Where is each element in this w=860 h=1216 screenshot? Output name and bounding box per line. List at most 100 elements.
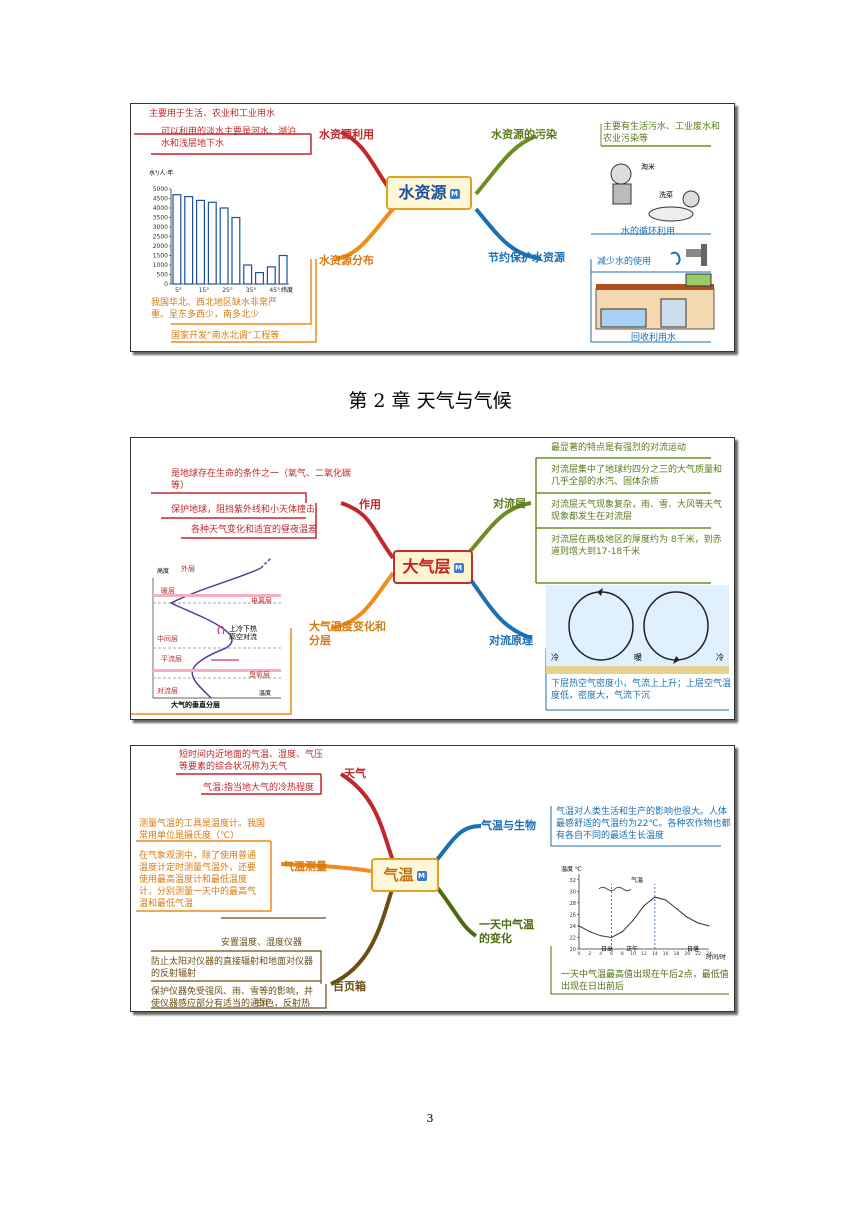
chart3-point: [578, 925, 580, 927]
branch-weather: 天气: [344, 767, 366, 780]
chart1-bar: [195, 199, 205, 285]
chart1-y-tick-label: 3000: [153, 224, 168, 231]
shutter-note-1: 安置温度、湿度仪器: [221, 938, 303, 948]
chart1-bar: [184, 195, 194, 285]
page-number: 3: [426, 1112, 434, 1125]
chart3-point: [675, 908, 678, 910]
weather-note-2: 气温:指当地大气的冷热程度: [203, 783, 315, 793]
layer-label-stratosphere: 平流层: [161, 655, 182, 663]
convection-label-cold-right: 冷: [716, 653, 724, 662]
weather-note-1: 短时间内近地面的气温、湿度、气压等要素的综合状况称为天气: [179, 750, 324, 772]
chart3-x-tick-label: 6: [610, 951, 613, 957]
chart3-x-tick-label: 2: [588, 951, 591, 957]
mindmap-atmosphere: 是地球存在生命的条件之一（氧气、二氧化碳等） 保护地球，阻挡紫外线和小天体撞击 …: [130, 437, 735, 720]
washing-illustration: [610, 163, 700, 222]
label-wash-veg: 洗菜: [659, 191, 673, 199]
protect-note-recycle: 水的循环利用: [621, 227, 676, 237]
branch-water-pollution: 水资源的污染: [491, 128, 557, 141]
chart1-y-tick-label: 2000: [153, 243, 168, 250]
layer-label-troposphere: 对流层: [157, 687, 178, 695]
convection-label-warm: 暖: [634, 653, 642, 662]
chart3-point: [708, 925, 710, 927]
chart3-y-tick-label: 32: [570, 878, 576, 884]
atmosphere-layer-diagram: [152, 557, 281, 699]
role-note-2: 保护地球，阻挡紫外线和小天体撞击: [171, 505, 316, 515]
chart1-y-tick-label: 500: [157, 272, 169, 279]
chart3-x-tick-label: 14: [652, 951, 658, 957]
chart3-xlabel: 时间/时: [706, 954, 727, 961]
chart1-x-tick-label: 25°: [222, 287, 233, 294]
mindmap-badge-icon: M: [453, 562, 464, 573]
measure-note-2: 在气象观测中，除了使用普通温度计定时测量气温外，还要使用最高温度计和最低温度计，…: [139, 851, 257, 909]
shutter-note-2: 防止太阳对仪器的直接辐射和地面对仪器的反射辐射: [151, 957, 314, 979]
branch-temperature-layers: 大气温度变化和分层: [309, 620, 386, 647]
chart1-ylabel: 水³/人·年: [149, 170, 174, 177]
water-bar-chart: 0500100015002000250030003500400045005000…: [153, 186, 289, 294]
branch-water-use: 水资源利用: [319, 128, 374, 141]
chart3-point: [643, 905, 645, 907]
chart1-y-tick-label: 3500: [153, 215, 168, 222]
chart1-x-tick-label: 15°: [199, 287, 210, 294]
chart3-marker-sunset: 日落: [687, 946, 700, 953]
chart3-x-tick-label: 16: [663, 951, 669, 957]
chart3-y-tick-label: 26: [570, 912, 576, 918]
layer-diagram-y-label: 高度: [157, 568, 170, 575]
protect-note-reduce: 减少水的使用: [597, 257, 652, 267]
chart3-marker-sunrise: 日出: [601, 946, 614, 953]
chart3-x-tick-label: 0: [578, 951, 581, 957]
chart3-marker-noon: 正午: [626, 946, 639, 953]
chart1-x-tick-label: 45°: [269, 287, 280, 294]
layer-diagram-x-label: 温度: [259, 690, 272, 697]
water-pollution-note: 主要有生活污水、工业废水和农业污染等: [603, 122, 721, 144]
branch-daily-change: 一天中气温的变化: [479, 918, 534, 945]
chart3-temperature-line: [578, 896, 710, 939]
chart3-y-tick-label: 20: [570, 947, 576, 953]
chart3-x-tick-label: 18: [674, 951, 680, 957]
distribution-note-2: 国家开发“南水北调”工程等: [171, 331, 280, 341]
convection-note: 下层热空气密度小，气流上上升；上层空气温度低，密度大，气流下沉: [551, 679, 732, 701]
layer-label-outer: 外层: [181, 565, 195, 573]
chart3-ylabel: 温度 ℃: [561, 866, 582, 873]
tropo-note-4: 对流层在两极地区的厚度约为 8千米，到赤道则增大到17-18千米: [551, 535, 722, 557]
convection-label-cold-left: 冷: [551, 653, 559, 662]
chart3-x-tick-label: 12: [641, 951, 647, 957]
chart3-x-tick-label: 10: [630, 951, 636, 957]
tropo-note-3: 对流层天气现象复杂，雨、雪、大风等天气现象都发生在对流层: [551, 500, 723, 522]
map2-branches: [131, 457, 729, 715]
tropo-note-1: 最显著的特点是有强烈的对流运动: [551, 443, 687, 453]
chart1-y-tick-label: 1000: [153, 262, 168, 269]
faucet-illustration: [670, 244, 707, 266]
branch-role: 作用: [359, 498, 381, 511]
chart1-x-tick-label: 35°: [246, 287, 257, 294]
layer-label-convection-high: 高空对流: [229, 633, 257, 641]
distribution-note-1: 我国华北、西北地区缺水非常严重。呈东多西少，南多北少: [151, 298, 278, 320]
chart1-bar: [172, 194, 182, 285]
chart1-xlabel: 纬度: [281, 287, 294, 294]
chart3-point: [665, 899, 667, 901]
mindmap-badge-icon: M: [416, 870, 427, 881]
layer-label-mesosphere: 中间层: [157, 635, 178, 643]
water-recycling-house-illustration: [595, 273, 715, 330]
chart3-y-tick-label: 24: [570, 924, 576, 930]
chart3-point: [697, 922, 699, 924]
chart1-bar: [278, 254, 288, 285]
role-note-3: 各种天气变化和适宜的昼夜温差: [191, 525, 318, 535]
convection-diagram: [546, 585, 729, 674]
chart1-bar: [231, 216, 241, 285]
shutter-note-4: 白色，反射热: [256, 999, 311, 1009]
chart1-bar: [243, 264, 253, 285]
branch-water-protect: 节约保护水资源: [488, 251, 565, 264]
chart1-y-tick-label: 4000: [153, 205, 168, 212]
chart3-x-tick-label: 8: [621, 951, 624, 957]
role-note-1: 是地球存在生命的条件之一（氧气、二氧化碳等）: [171, 469, 352, 491]
chart1-y-tick-label: 0: [164, 281, 168, 288]
chart3-point: [600, 935, 602, 937]
chart3-x-tick-label: 4: [599, 951, 602, 957]
chart3-point: [621, 931, 623, 933]
